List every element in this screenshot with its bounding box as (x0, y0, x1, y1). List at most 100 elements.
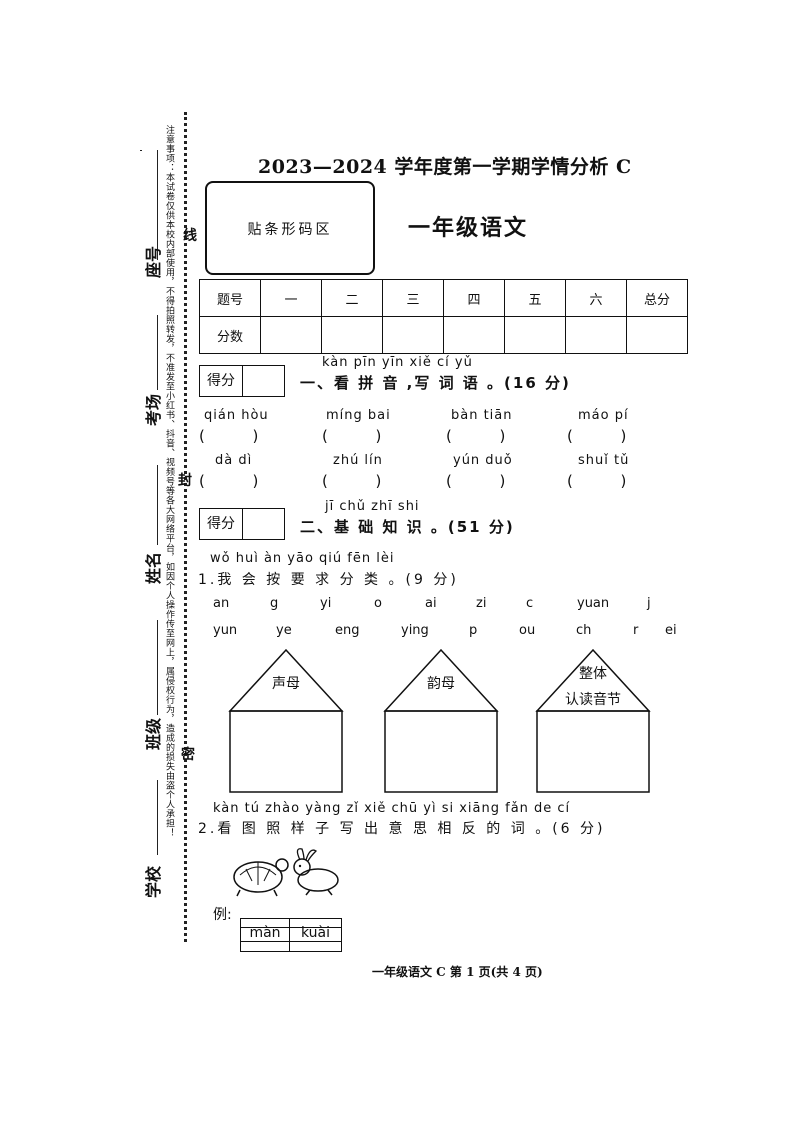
answer-blank[interactable]: ( ) (567, 472, 627, 490)
section2-title: 二、基 础 知 识 。(51 分) (300, 518, 515, 536)
score-input-cell[interactable] (565, 316, 627, 354)
letter-item: ai (425, 596, 437, 611)
letter-item: eng (335, 623, 360, 638)
exam-title: 2023—2024 学年度第一学期学情分析 C (258, 156, 632, 178)
score-input-cell[interactable] (321, 316, 383, 354)
word-pinyin: míng bai (326, 408, 391, 423)
score-cell: 总分 (626, 279, 688, 317)
letter-item: yi (320, 596, 332, 611)
room-label: 考场 (144, 393, 164, 427)
score-cell: 六 (565, 279, 627, 317)
score-input-cell[interactable] (504, 316, 566, 354)
answer-blank[interactable]: ( ) (199, 427, 259, 445)
score-cell: 题号 (199, 279, 261, 317)
seal-mi: 密 (181, 747, 195, 763)
letter-item: ch (576, 623, 592, 638)
answer-blank[interactable]: ( ) (199, 472, 259, 490)
house-label: 声母 (272, 676, 300, 692)
example-grid: màn kuài (240, 918, 342, 952)
letter-item: r (633, 623, 639, 638)
section1-pinyin: kàn pīn yīn xiě cí yǔ (322, 355, 473, 370)
letter-item: c (526, 596, 534, 611)
score-table-score-row: 分数 (199, 316, 688, 354)
house-label: 韵母 (427, 676, 455, 692)
score-cell: 二 (321, 279, 383, 317)
letter-item: ye (276, 623, 292, 638)
answer-blank[interactable]: ( ) (567, 427, 627, 445)
section1-title: 一、看 拼 音 ,写 词 语 。(16 分) (300, 374, 571, 392)
letter-item: j (647, 596, 651, 611)
letter-item: ying (401, 623, 429, 638)
notice-text: 注意事项：本试卷仅供本校内部使用，不得拍照转发，不准发至小红书、抖音、视频号等各… (164, 125, 174, 838)
school-label: 学校 (144, 865, 164, 899)
binding-dotted-line (184, 112, 187, 942)
room-line[interactable] (157, 315, 158, 390)
score-cell: 四 (443, 279, 505, 317)
score-table-header-row: 题号 一 二 三 四 五 六 总分 (199, 279, 688, 317)
seat-line[interactable] (157, 150, 158, 260)
score-input-cell[interactable] (382, 316, 444, 354)
house-initials[interactable]: 声母 (228, 648, 344, 794)
letter-item: zi (476, 596, 487, 611)
house-label: 整体 (579, 666, 607, 682)
word-pinyin: qián hòu (204, 408, 269, 423)
house-finals[interactable]: 韵母 (383, 648, 499, 794)
word-pinyin: máo pí (578, 408, 629, 423)
example-cell: kuài (300, 925, 331, 941)
house-outline (535, 648, 651, 793)
section2-score-box[interactable]: 得分 (199, 508, 285, 540)
answer-blank[interactable]: ( ) (446, 472, 506, 490)
name-label: 姓名 (144, 551, 164, 585)
score-cell: 五 (504, 279, 566, 317)
house-outline (383, 648, 499, 793)
seal-xian: 线 (183, 228, 197, 244)
letter-item: an (213, 596, 230, 611)
score-box-label: 得分 (200, 509, 243, 539)
answer-blank[interactable]: ( ) (322, 472, 382, 490)
letter-item: yun (213, 623, 238, 638)
barcode-area-label: 贴条形码区 (247, 222, 333, 238)
class-line[interactable] (157, 620, 158, 715)
answer-blank[interactable]: ( ) (322, 427, 382, 445)
seal-feng: 封 (178, 473, 192, 489)
example-label: 例: (213, 907, 232, 923)
q1-title: 1.我 会 按 要 求 分 类 。(9 分) (198, 572, 459, 588)
page-footer: 一年级语文 C 第 1 页(共 4 页) (372, 965, 543, 979)
score-input-cell[interactable] (443, 316, 505, 354)
house-whole-syllables[interactable]: 整体 认读音节 (535, 648, 651, 794)
letter-item: ei (665, 623, 677, 638)
section1-score-box[interactable]: 得分 (199, 365, 285, 397)
subject-title: 一年级语文 (408, 216, 529, 241)
score-input-cell[interactable] (626, 316, 688, 354)
word-pinyin: zhú lín (333, 453, 383, 468)
letter-item: g (270, 596, 279, 611)
score-box-label: 得分 (200, 366, 243, 396)
score-cell: 一 (260, 279, 322, 317)
class-label: 班级 (144, 717, 164, 751)
word-pinyin: bàn tiān (451, 408, 513, 423)
letter-item: ou (519, 623, 536, 638)
letter-item: yuan (577, 596, 610, 611)
example-cell: màn (249, 925, 281, 941)
barcode-area: 贴条形码区 (205, 181, 375, 275)
house-outline (228, 648, 344, 793)
school-line[interactable] (157, 780, 158, 855)
q2-pinyin: kàn tú zhào yàng zǐ xiě chū yì si xiāng … (213, 801, 571, 816)
turtle-rabbit-illustration (233, 848, 339, 897)
word-pinyin: dà dì (215, 453, 253, 468)
seat-label: 座号 (144, 245, 164, 279)
score-table: 题号 一 二 三 四 五 六 总分 分数 (199, 279, 688, 354)
score-cell: 三 (382, 279, 444, 317)
q1-pinyin: wǒ huì àn yāo qiú fēn lèi (210, 551, 395, 566)
section2-pinyin: jī chǔ zhī shi (325, 499, 420, 514)
word-pinyin: yún duǒ (453, 453, 513, 468)
answer-blank[interactable]: ( ) (446, 427, 506, 445)
q2-title: 2.看 图 照 样 子 写 出 意 思 相 反 的 词 。(6 分) (198, 821, 606, 837)
score-row-label: 分数 (199, 316, 261, 354)
letter-item: o (374, 596, 382, 611)
house-label: 认读音节 (565, 692, 621, 708)
score-input-cell[interactable] (260, 316, 322, 354)
word-pinyin: shuǐ tǔ (578, 453, 630, 468)
letter-item: p (469, 623, 478, 638)
name-line[interactable] (157, 465, 158, 545)
